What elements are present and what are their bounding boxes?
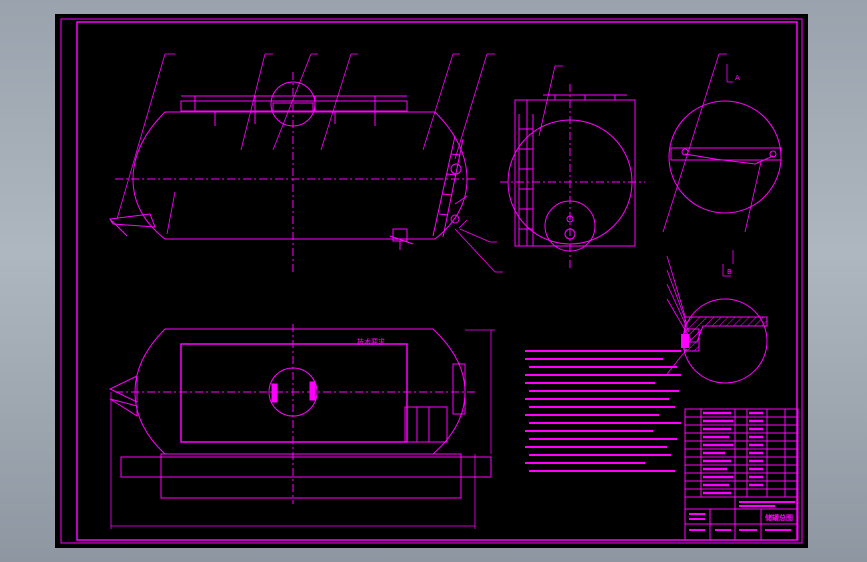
front-view-leaders bbox=[116, 53, 503, 273]
parts-list-fill bbox=[703, 411, 763, 495]
detail-a-view bbox=[662, 53, 782, 233]
front-view bbox=[109, 72, 475, 274]
plan-view bbox=[108, 324, 495, 529]
title-block bbox=[684, 496, 799, 541]
detail-b-label: B bbox=[727, 268, 732, 276]
detail-a-label: A bbox=[735, 74, 740, 82]
inner-frame bbox=[76, 21, 798, 541]
technical-notes bbox=[525, 350, 681, 472]
notes-heading: 技术要求 bbox=[357, 337, 385, 346]
outer-frame bbox=[60, 18, 803, 544]
parts-list bbox=[684, 408, 799, 498]
drawing-sheet: 技术要求 储罐总图 A B bbox=[55, 14, 808, 548]
side-view bbox=[500, 65, 645, 269]
cad-drawing-canvas: 技术要求 储罐总图 A B bbox=[60, 18, 803, 544]
drawing-title: 储罐总图 bbox=[764, 513, 793, 522]
detail-b-view bbox=[666, 250, 768, 384]
title-block-small-text bbox=[689, 501, 795, 531]
